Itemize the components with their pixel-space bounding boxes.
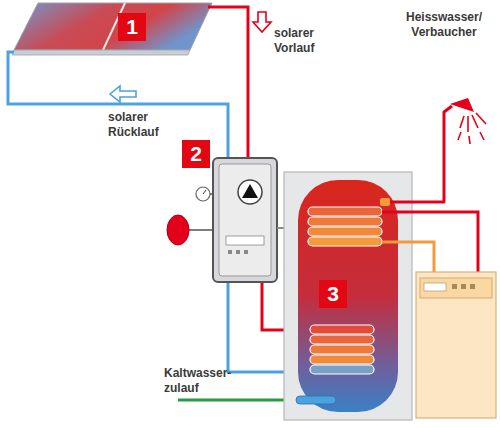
pipe-label: solarer Vorlauf xyxy=(274,26,334,56)
pipe-fitting xyxy=(380,198,390,206)
spray-line xyxy=(472,115,478,128)
spray-line xyxy=(476,113,486,124)
boiler-flow-pipe xyxy=(382,212,478,272)
pump-symbol xyxy=(238,180,262,204)
spray-line xyxy=(480,132,484,140)
controller-button xyxy=(236,250,240,254)
coil-loop xyxy=(310,355,374,364)
coil-loop xyxy=(308,237,382,246)
solar-station xyxy=(213,158,277,282)
tank-water xyxy=(298,180,398,412)
coil-loop xyxy=(310,325,374,334)
gauge-needle xyxy=(203,190,206,194)
boiler-display xyxy=(424,283,446,291)
cold-water-pipe xyxy=(178,399,300,402)
boiler-button xyxy=(452,284,457,289)
coil-loop xyxy=(308,227,382,236)
boiler-panel xyxy=(420,278,492,298)
pressure-gauge xyxy=(196,187,210,201)
shower-spray xyxy=(458,113,486,144)
spray-line xyxy=(467,116,469,132)
boiler-button xyxy=(470,284,475,289)
controller-display xyxy=(226,236,264,245)
return-arrow xyxy=(110,86,136,102)
upper-coil xyxy=(308,207,382,246)
station-panel xyxy=(219,164,271,276)
lower-coil xyxy=(310,325,374,374)
coil-loop xyxy=(310,335,374,344)
expansion-vessel xyxy=(167,215,189,245)
spray-line xyxy=(469,136,470,144)
pump-triangle xyxy=(242,184,258,198)
coil-loop xyxy=(308,207,382,216)
boiler-button xyxy=(461,284,466,289)
callout-number: 2 xyxy=(182,140,210,168)
callout-number: 3 xyxy=(319,280,347,308)
coil-loop xyxy=(308,217,382,226)
boiler-return-pipe xyxy=(382,242,434,272)
solar-collector xyxy=(14,3,212,50)
flow-arrow xyxy=(253,12,271,32)
spray-line xyxy=(458,132,461,140)
controller-button xyxy=(228,250,232,254)
controller-button xyxy=(244,250,248,254)
vessel-line xyxy=(188,229,214,231)
coil-loop xyxy=(310,345,374,354)
cold-water-inlet xyxy=(296,396,336,404)
collector-frame xyxy=(12,50,190,55)
inlet-label: Kaltwasser- zulauf xyxy=(164,366,244,396)
pipe-label: solarer Rücklauf xyxy=(108,110,172,140)
callout-number: 1 xyxy=(118,13,146,41)
outlet-label: Heisswasser/ Verbaucher xyxy=(392,10,496,40)
storage-tank xyxy=(284,172,412,420)
coil-loop xyxy=(310,365,374,374)
spray-line xyxy=(460,116,464,128)
shower-head xyxy=(450,98,474,112)
hot-water-pipe xyxy=(384,106,452,202)
boiler xyxy=(416,272,496,418)
